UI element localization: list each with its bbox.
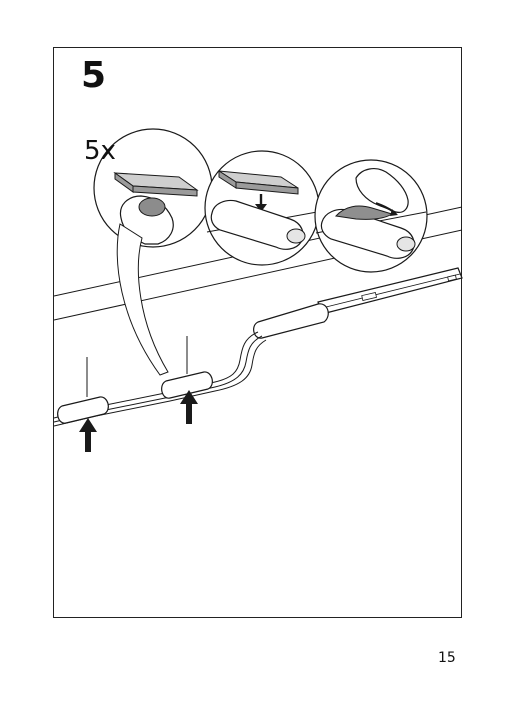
detail-circle-2 — [204, 150, 320, 266]
cable-clip-left — [57, 357, 109, 424]
detail-circle-3 — [314, 159, 428, 273]
up-arrow-right-icon — [180, 390, 198, 424]
cable — [53, 331, 267, 427]
step-number: 5 — [81, 55, 107, 96]
leader-lines — [116, 223, 169, 376]
detail-circle-1 — [93, 128, 213, 248]
up-arrow-left-icon — [79, 418, 97, 452]
led-strip — [253, 267, 463, 339]
page-number: 15 — [438, 650, 456, 666]
quantity-label: 5x — [84, 136, 116, 166]
cable-clip-right — [161, 336, 213, 399]
